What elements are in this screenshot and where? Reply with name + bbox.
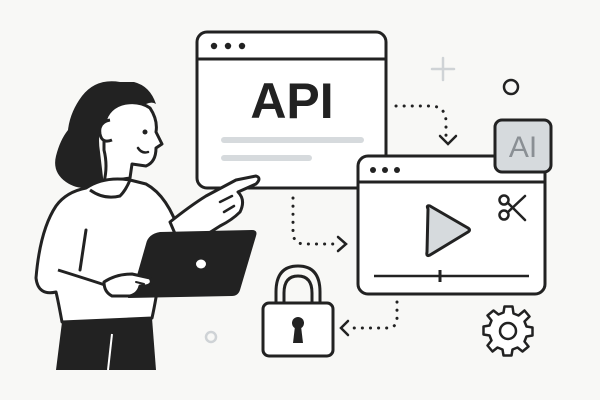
- gear-icon: [482, 305, 534, 357]
- video-window: [356, 154, 547, 296]
- arrow-api-to-video-lower: [291, 196, 348, 253]
- face: [102, 101, 164, 184]
- lock-icon: [261, 264, 335, 358]
- small-circle-decoration: [204, 330, 218, 344]
- pants: [56, 318, 156, 370]
- hair: [55, 81, 156, 189]
- scissors-icon: [498, 194, 527, 222]
- api-window: API: [195, 30, 388, 190]
- window-dot: [210, 42, 218, 50]
- window-dot: [238, 42, 246, 50]
- arrow-api-to-video: [394, 104, 458, 146]
- window-dot: [224, 42, 232, 50]
- ai-badge: AI: [493, 118, 553, 174]
- circle-decoration: [502, 78, 520, 96]
- window-dot: [394, 167, 400, 173]
- ai-badge-label: AI: [509, 131, 537, 164]
- plus-icon: [430, 56, 456, 82]
- api-label: API: [250, 73, 333, 129]
- window-dot: [370, 167, 376, 173]
- person-with-laptop: [34, 81, 261, 371]
- window-dot: [382, 167, 388, 173]
- play-icon: [425, 204, 471, 258]
- laptop: [128, 230, 257, 298]
- laptop-logo: [196, 259, 206, 269]
- arrow-video-to-lock: [339, 300, 399, 337]
